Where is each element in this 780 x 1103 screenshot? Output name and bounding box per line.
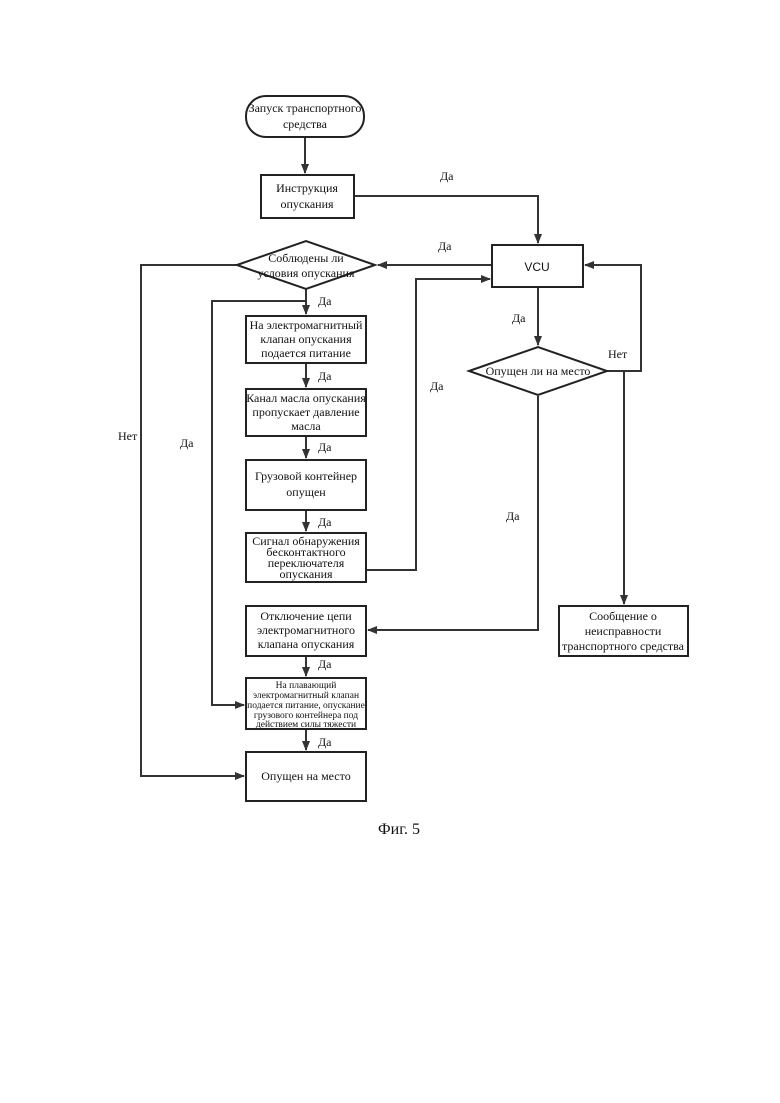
start-node-line-2: средства bbox=[283, 117, 328, 131]
vcu-node: VCU bbox=[492, 245, 583, 287]
floating-valve-node: На плавающий электромагнитный клапан под… bbox=[246, 678, 366, 730]
label-yes-sensor-to-vcu: Да bbox=[430, 379, 444, 393]
lowered-in-place-label: Опущен на место bbox=[261, 769, 350, 783]
label-yes-vcu-to-conditions: Да bbox=[438, 239, 452, 253]
floating-valve-line-1: На плавающий bbox=[276, 680, 337, 691]
sensor-signal-line-4: опускания bbox=[279, 567, 333, 581]
oil-channel-line-3: масла bbox=[291, 419, 321, 433]
arrow-sensor-to-vcu bbox=[366, 279, 490, 570]
lowering-instruction-node: Инструкция опускания bbox=[261, 175, 354, 218]
lowered-in-place-node: Опущен на место bbox=[246, 752, 366, 801]
arrow-instruction-to-vcu bbox=[354, 196, 538, 243]
conditions-decision-node: Соблюдены ли условия опускания bbox=[237, 241, 375, 289]
conditions-decision-line-2: условия опускания bbox=[257, 266, 354, 280]
label-yes-valve-to-oil: Да bbox=[318, 369, 332, 383]
vcu-label: VCU bbox=[524, 260, 549, 274]
start-node: Запуск транспортного средства bbox=[246, 96, 364, 137]
label-no-conditions: Нет bbox=[118, 429, 138, 443]
fault-message-node: Сообщение о неисправности транспортного … bbox=[559, 606, 688, 656]
label-yes-vcu-to-inplace: Да bbox=[512, 311, 526, 325]
lowering-instruction-line-2: опускания bbox=[280, 197, 334, 211]
in-place-decision-node: Опущен ли на место bbox=[469, 347, 607, 395]
arrow-conditions-no-to-lowered bbox=[141, 265, 244, 776]
valve-circuit-off-node: Отключение цепи электромагнитного клапан… bbox=[246, 606, 366, 656]
oil-channel-line-1: Канал масла опускания bbox=[246, 391, 366, 405]
fault-message-line-2: неисправности bbox=[585, 624, 662, 638]
container-lowered-node: Грузовой контейнер опущен bbox=[246, 460, 366, 510]
lowering-instruction-line-1: Инструкция bbox=[276, 181, 338, 195]
conditions-decision-line-1: Соблюдены ли bbox=[268, 251, 344, 265]
label-yes-container-to-sensor: Да bbox=[318, 515, 332, 529]
valve-powered-line-2: клапан опускания bbox=[260, 332, 352, 346]
in-place-decision-label: Опущен ли на место bbox=[486, 364, 591, 378]
label-yes-circuit-off-to-floating: Да bbox=[318, 657, 332, 671]
container-lowered-line-1: Грузовой контейнер bbox=[255, 469, 357, 483]
start-node-line-1: Запуск транспортного bbox=[249, 101, 362, 115]
oil-channel-node: Канал масла опускания пропускает давлени… bbox=[246, 389, 366, 436]
valve-powered-line-1: На электромагнитный bbox=[250, 318, 363, 332]
label-no-inplace: Нет bbox=[608, 347, 628, 361]
floating-valve-line-3: подается питание, опускание bbox=[247, 701, 365, 711]
oil-channel-line-2: пропускает давление bbox=[252, 405, 359, 419]
label-yes-floating-to-lowered: Да bbox=[318, 735, 332, 749]
floating-valve-line-5: действием силы тяжести bbox=[256, 719, 356, 730]
figure-caption: Фиг. 5 bbox=[378, 821, 420, 838]
fault-message-line-1: Сообщение о bbox=[589, 609, 657, 623]
valve-powered-line-3: подается питание bbox=[261, 346, 351, 360]
fault-message-line-3: транспортного средства bbox=[562, 639, 685, 653]
valve-circuit-off-line-2: электромагнитного bbox=[257, 623, 355, 637]
valve-circuit-off-line-1: Отключение цепи bbox=[260, 609, 352, 623]
connectors bbox=[141, 137, 641, 776]
label-yes-inplace-to-circuit-off: Да bbox=[506, 509, 520, 523]
valve-powered-node: На электромагнитный клапан опускания под… bbox=[246, 316, 366, 363]
floating-valve-line-2: электромагнитный клапан bbox=[253, 690, 359, 701]
label-yes-bypass: Да bbox=[180, 436, 194, 450]
label-yes-oil-to-container: Да bbox=[318, 440, 332, 454]
label-yes-instruction-to-vcu: Да bbox=[440, 169, 454, 183]
container-lowered-line-2: опущен bbox=[286, 485, 326, 499]
valve-circuit-off-line-3: клапана опускания bbox=[258, 637, 355, 651]
label-yes-conditions-to-valve: Да bbox=[318, 294, 332, 308]
sensor-signal-node: Сигнал обнаружения бесконтактного перекл… bbox=[246, 533, 366, 582]
